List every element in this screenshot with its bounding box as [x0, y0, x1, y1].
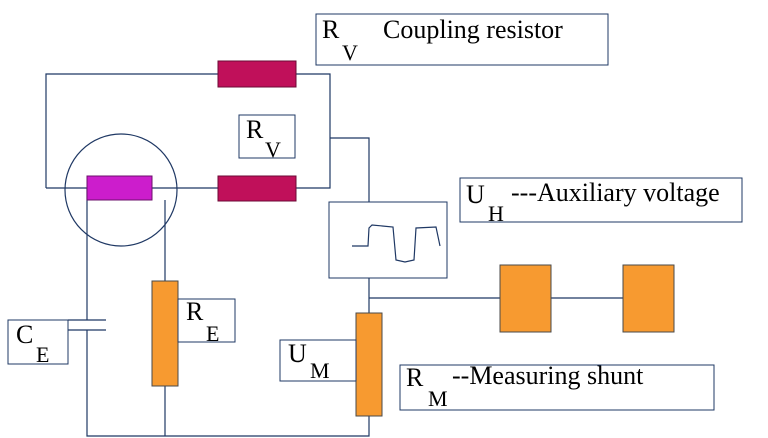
uh-text: ---Auxiliary voltage [511, 178, 720, 207]
uh-sub: H [488, 201, 504, 226]
rm-label: R M --Measuring shunt [406, 361, 644, 411]
um-sub: M [310, 358, 330, 383]
supply-box-left [499, 264, 552, 333]
coupling-resistor-top [217, 60, 297, 88]
uh-label: U H ---Auxiliary voltage [466, 178, 720, 226]
rv-mid-sub: V [265, 137, 281, 162]
rm-main: R [406, 363, 424, 392]
re-main: R [186, 297, 204, 326]
wire-left-vertical-lower [86, 330, 370, 437]
rv-top-text: Coupling resistor [383, 15, 563, 44]
rm-text: --Measuring shunt [452, 361, 644, 390]
um-label-box [279, 339, 357, 382]
rm-sub: M [428, 386, 448, 411]
ce-main: C [16, 320, 33, 349]
rv-top-label: R V Coupling resistor [322, 15, 563, 65]
um-main: U [288, 339, 307, 368]
wire-to-scope [330, 137, 370, 202]
rv-top-sub: V [342, 40, 358, 65]
re-resistor [151, 280, 179, 387]
re-label: R E [186, 297, 219, 346]
rv-mid-label-box [238, 114, 296, 159]
re-sub: E [206, 321, 219, 346]
circle-icon [64, 133, 178, 247]
uh-main: U [466, 180, 485, 209]
coupling-resistor-mid [217, 175, 297, 202]
ce-label: C E [16, 320, 49, 367]
ce-label-box [7, 319, 69, 365]
re-label-box [177, 298, 236, 343]
um-label: U M [288, 339, 330, 383]
rm-shunt-resistor [355, 312, 383, 417]
rv-mid-main: R [246, 115, 264, 144]
rv-top-main: R [322, 15, 340, 44]
wires [45, 73, 623, 437]
supply-box-right [622, 264, 675, 333]
square-wave-icon [352, 224, 441, 263]
rv-top-label-box [315, 13, 609, 66]
capacitor-icon [68, 319, 106, 331]
ce-sub: E [36, 342, 49, 367]
magenta-resistor [86, 175, 153, 201]
rv-mid-label: R V [246, 115, 281, 162]
wire-top-loop [45, 73, 331, 189]
oscilloscope-box [328, 201, 448, 279]
rm-label-box [399, 364, 715, 411]
uh-label-box [459, 177, 743, 223]
